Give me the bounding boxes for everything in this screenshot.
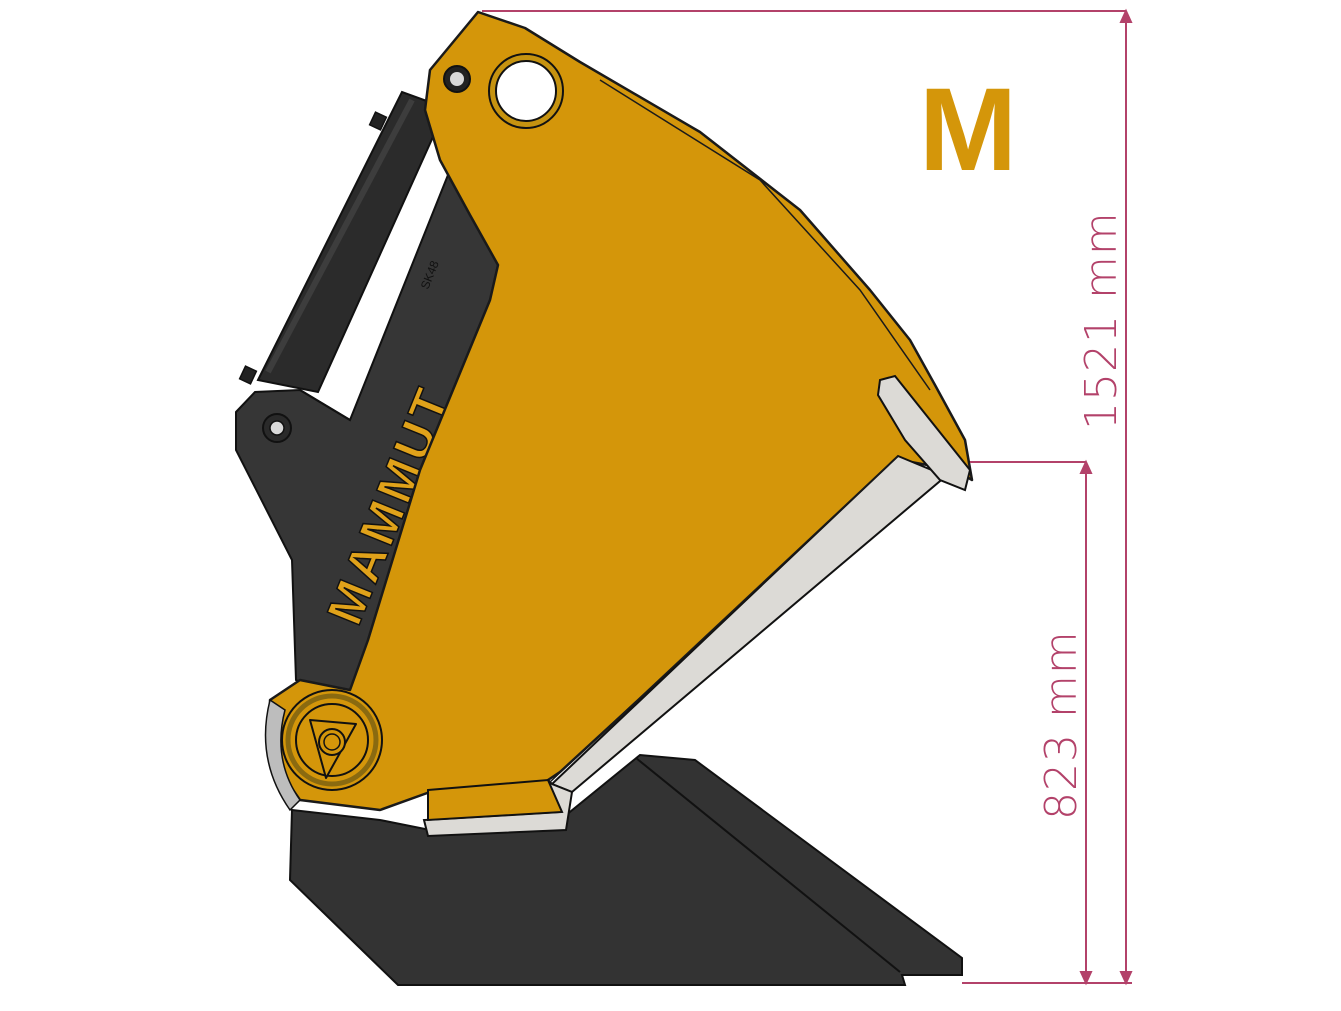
dimension-tip-height-label: 823 mm bbox=[1036, 630, 1087, 820]
tooth-tip bbox=[876, 374, 972, 492]
dimension-total-height-label: 1521 mm bbox=[1076, 211, 1127, 430]
arrow-up-icon bbox=[1079, 459, 1093, 474]
arrow-down-icon bbox=[1079, 971, 1093, 986]
dimension-lines bbox=[482, 8, 1133, 986]
pivot-hub bbox=[264, 689, 383, 812]
arrow-down-icon bbox=[1119, 971, 1133, 986]
bucket-body bbox=[268, 10, 974, 812]
arrow-up-icon bbox=[1119, 8, 1133, 23]
size-label: M bbox=[918, 64, 1018, 196]
